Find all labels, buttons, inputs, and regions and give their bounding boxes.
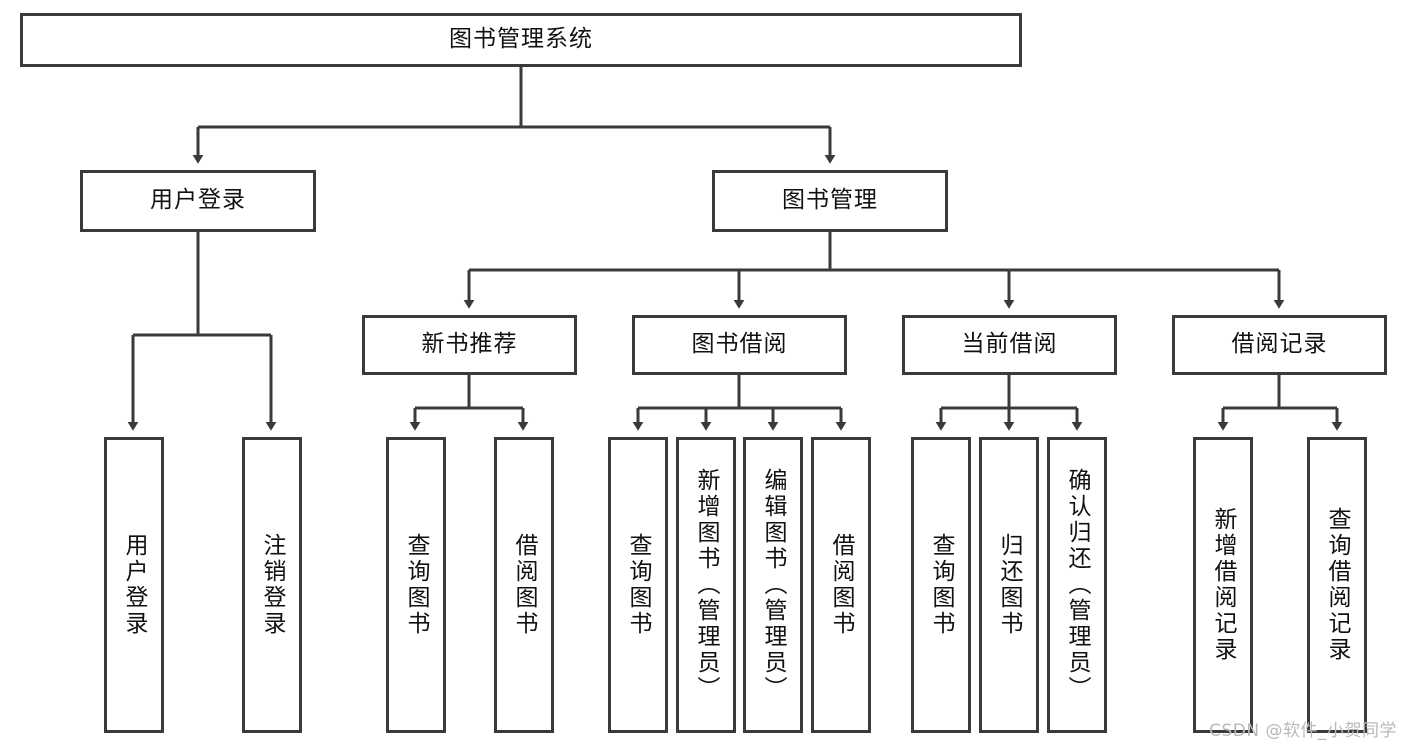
node-label: 借阅图书: [511, 533, 538, 637]
leaf-confirm-return[interactable]: 确认归还（管理员）: [1047, 437, 1107, 733]
node-book-manage[interactable]: 图书管理: [712, 170, 948, 232]
node-new-book-recommend[interactable]: 新书推荐: [362, 315, 577, 375]
node-current-borrow[interactable]: 当前借阅: [902, 315, 1117, 375]
leaf-return-book[interactable]: 归还图书: [979, 437, 1039, 733]
node-label: 新书推荐: [421, 331, 518, 358]
node-label: 图书管理: [782, 187, 878, 214]
node-label: 新增图书（管理员）: [693, 468, 720, 702]
node-label: 借阅记录: [1231, 331, 1328, 358]
leaf-borrow-book-1[interactable]: 借阅图书: [494, 437, 554, 733]
leaf-user-login[interactable]: 用户登录: [104, 437, 164, 733]
leaf-borrow-book-2[interactable]: 借阅图书: [811, 437, 871, 733]
node-label: 图书管理系统: [449, 26, 593, 53]
node-label: 查询借阅记录: [1324, 507, 1351, 663]
node-label: 用户登录: [121, 533, 148, 637]
node-label: 用户登录: [150, 187, 246, 214]
node-label: 新增借阅记录: [1210, 507, 1237, 663]
leaf-query-book-1[interactable]: 查询图书: [386, 437, 446, 733]
leaf-edit-book[interactable]: 编辑图书（管理员）: [743, 437, 803, 733]
node-label: 查询图书: [625, 533, 652, 637]
node-label: 编辑图书（管理员）: [760, 468, 787, 702]
leaf-query-book-3[interactable]: 查询图书: [911, 437, 971, 733]
node-label: 借阅图书: [828, 533, 855, 637]
csdn-watermark: CSDN @软件_小贺同学: [1209, 721, 1397, 741]
node-system-root[interactable]: 图书管理系统: [20, 13, 1022, 67]
node-label: 注销登录: [259, 533, 286, 637]
node-borrow-record[interactable]: 借阅记录: [1172, 315, 1387, 375]
node-label: 归还图书: [996, 533, 1023, 637]
node-book-borrow[interactable]: 图书借阅: [632, 315, 847, 375]
leaf-query-record[interactable]: 查询借阅记录: [1307, 437, 1367, 733]
leaf-add-record[interactable]: 新增借阅记录: [1193, 437, 1253, 733]
leaf-logout-login[interactable]: 注销登录: [242, 437, 302, 733]
node-label: 图书借阅: [691, 331, 788, 358]
node-label: 确认归还（管理员）: [1064, 468, 1091, 702]
node-label: 查询图书: [403, 533, 430, 637]
leaf-add-book[interactable]: 新增图书（管理员）: [676, 437, 736, 733]
node-user-login[interactable]: 用户登录: [80, 170, 316, 232]
leaf-query-book-2[interactable]: 查询图书: [608, 437, 668, 733]
node-label: 查询图书: [928, 533, 955, 637]
node-label: 当前借阅: [961, 331, 1058, 358]
